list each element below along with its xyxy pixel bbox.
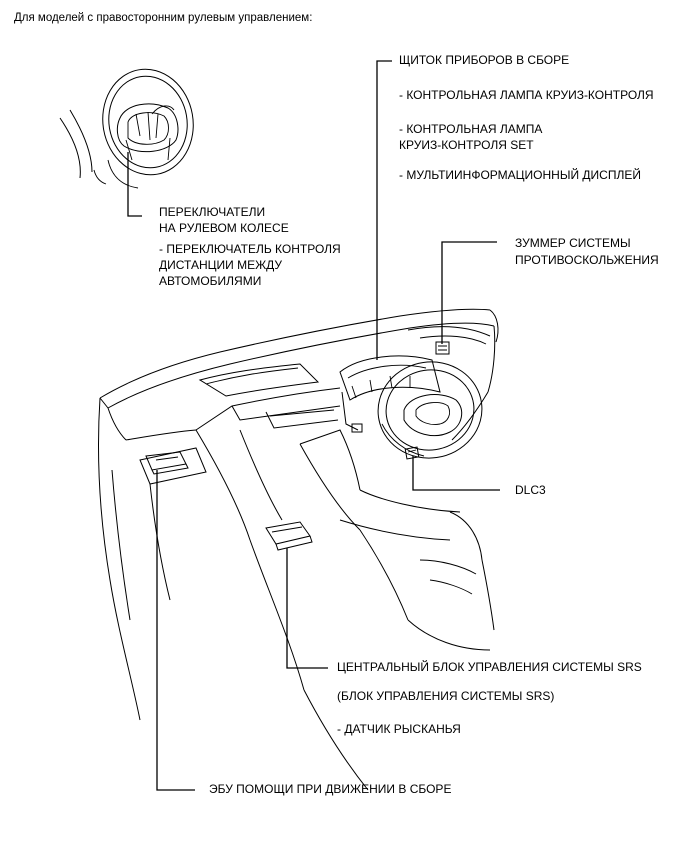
- cruise-set-indicator-label-line2: КРУИЗ-КОНТРОЛЯ SET: [399, 138, 534, 152]
- driving-support-ecu-part: [145, 451, 189, 475]
- dlc3-label: DLC3: [515, 483, 546, 497]
- driving-support-ecu-label: ЭБУ ПОМОЩИ ПРИ ДВИЖЕНИИ В СБОРЕ: [209, 782, 452, 796]
- airbag-sensor-alt-label: (БЛОК УПРАВЛЕНИЯ СИСТЕМЫ SRS): [337, 689, 555, 703]
- airbag-sensor-label: ЦЕНТРАЛЬНЫЙ БЛОК УПРАВЛЕНИЯ СИСТЕМЫ SRS: [337, 660, 642, 674]
- multi-info-display-label: - МУЛЬТИИНФОРМАЦИОННЫЙ ДИСПЛЕЙ: [399, 168, 641, 182]
- cruise-indicator-label: - КОНТРОЛЬНАЯ ЛАМПА КРУИЗ-КОНТРОЛЯ: [399, 88, 654, 102]
- airbag-sensor-part: [265, 521, 313, 551]
- diagram-caption: Для моделей с правосторонним рулевым упр…: [14, 12, 313, 24]
- steering-switches-label-line2: НА РУЛЕВОМ КОЛЕСЕ: [159, 221, 289, 235]
- steering-switches-label-line1: ПЕРЕКЛЮЧАТЕЛИ: [159, 205, 266, 219]
- yaw-rate-sensor-label: - ДАТЧИК РЫСКАНЬЯ: [337, 722, 461, 736]
- distance-switch-label-line2: ДИСТАНЦИИ МЕЖДУ: [159, 258, 283, 272]
- distance-switch-label-line3: АВТОМОБИЛЯМИ: [159, 274, 262, 288]
- cluster-and-wheel: [339, 355, 483, 460]
- combination-meter-label: ЩИТОК ПРИБОРОВ В СБОРЕ: [399, 53, 570, 67]
- leader-lines: [127, 60, 500, 791]
- distance-switch-label-line1: - ПЕРЕКЛЮЧАТЕЛЬ КОНТРОЛЯ: [159, 242, 341, 256]
- buzzer-label-line1: ЗУММЕР СИСТЕМЫ: [515, 236, 631, 250]
- buzzer-label-line2: ПРОТИВОСКОЛЬЖЕНИЯ: [515, 253, 659, 267]
- dashboard-outline: [97, 308, 499, 791]
- cruise-set-indicator-label-line1: - КОНТРОЛЬНАЯ ЛАМПА: [399, 122, 543, 136]
- steering-wheel-inset: [59, 68, 194, 189]
